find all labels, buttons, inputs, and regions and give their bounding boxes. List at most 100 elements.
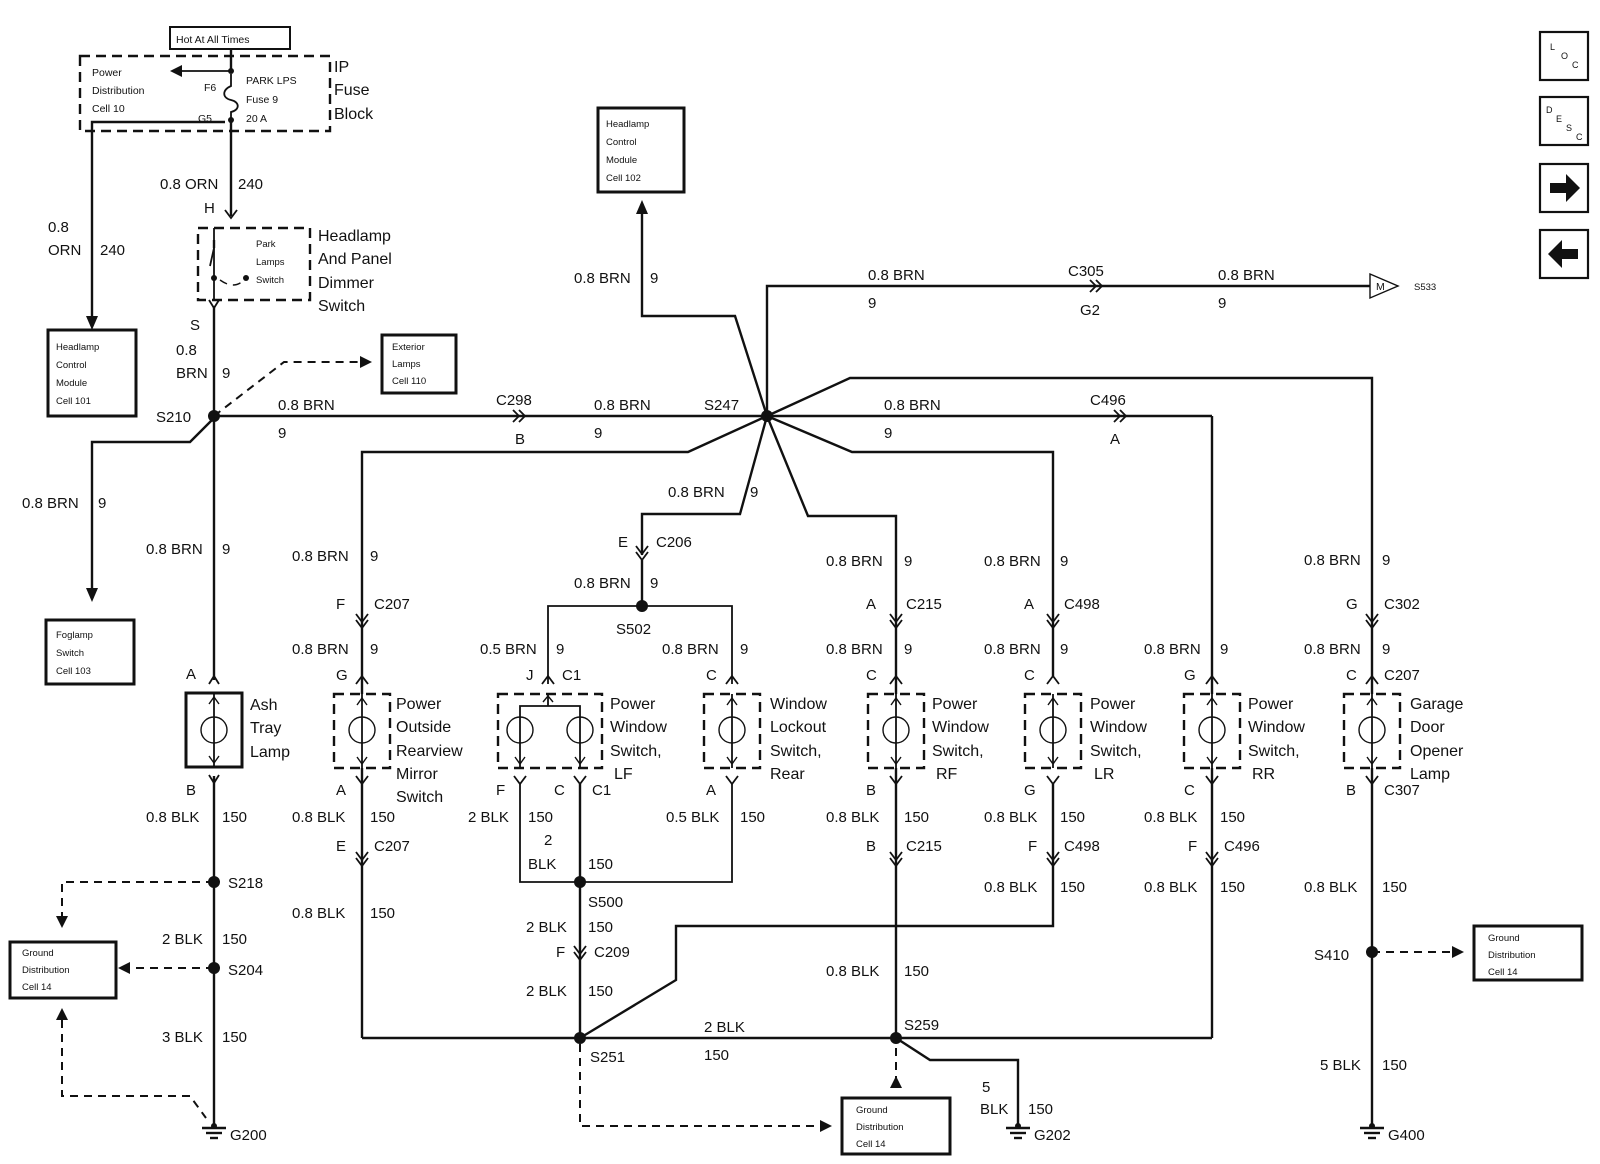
wire-label: 2 BLK <box>526 983 567 1000</box>
pin-label: G <box>1346 596 1358 613</box>
splice-label: S259 <box>904 1017 939 1034</box>
headlamp-control-module-101: Headlamp Control Module Cell 101 <box>46 328 138 418</box>
wire-label: 0.8 BRN <box>984 553 1041 570</box>
wire-label: BRN <box>176 365 208 382</box>
wire-label: 0.5 BLK <box>666 809 719 826</box>
prev-button[interactable] <box>1538 228 1590 280</box>
wire-label: 2 BLK <box>704 1019 745 1036</box>
splice-label: S210 <box>156 409 191 426</box>
wire-circuit: 9 <box>904 641 912 658</box>
fuse-number: Fuse 9 <box>246 94 278 106</box>
wire-circuit: 9 <box>556 641 564 658</box>
wire-label: 0.8 BRN <box>662 641 719 658</box>
component-label: Power <box>1248 696 1294 713</box>
box-line: Cell 101 <box>56 396 91 407</box>
splice-label: S251 <box>590 1049 625 1066</box>
pin-label: A <box>706 782 716 799</box>
component-label: Switch, <box>1248 743 1300 760</box>
fuse-rating: 20 A <box>246 113 267 125</box>
splice-label: S410 <box>1314 947 1349 964</box>
wire-circuit: 150 <box>1220 879 1245 896</box>
connector-label: C496 <box>1090 392 1126 409</box>
wire-circuit: 150 <box>222 809 247 826</box>
component-label: Mirror <box>396 766 438 783</box>
component-label: Power <box>932 696 978 713</box>
pin-label: F <box>496 782 505 799</box>
component-label: Switch, <box>770 743 822 760</box>
pin-label: F <box>336 596 345 613</box>
wire-label: 0.8 BRN <box>1304 552 1361 569</box>
wire-circuit: 150 <box>1060 809 1085 826</box>
wire-label: 0.8 BRN <box>826 553 883 570</box>
wire-circuit: 9 <box>1382 552 1390 569</box>
box-line: Cell 14 <box>1488 967 1518 978</box>
connector-label: C302 <box>1384 596 1420 613</box>
box-line: Lamps <box>392 359 421 370</box>
ground-icon <box>1006 1123 1030 1140</box>
connector-label: C307 <box>1384 782 1420 799</box>
pin-label: B <box>186 782 196 799</box>
component-label: Lamp <box>1410 766 1450 783</box>
wire-label: 2 <box>544 832 552 849</box>
component-label: Power <box>610 696 656 713</box>
wire-label: 0.8 BRN <box>884 397 941 414</box>
wire-label: 0.8 BRN <box>868 267 925 284</box>
box-line: Cell 110 <box>392 376 426 387</box>
connector-label: C305 <box>1068 263 1104 280</box>
component-label: RF <box>936 766 958 783</box>
splice-label: S502 <box>616 621 651 638</box>
wire-label: 0.8 BRN <box>292 548 349 565</box>
splice-label: S533 <box>1414 282 1436 293</box>
ground-icon <box>202 1123 226 1140</box>
pin-label: C <box>1024 667 1035 684</box>
splice-label: S204 <box>228 962 263 979</box>
wire-circuit: 9 <box>750 484 758 501</box>
wire-label: ORN <box>48 242 81 259</box>
wire-label: 5 BLK <box>1320 1057 1361 1074</box>
wire-label: 0.8 ORN <box>160 176 218 193</box>
pin-label: C <box>866 667 877 684</box>
wire-label: 0.8 BRN <box>826 641 883 658</box>
pin-label: G <box>1024 782 1036 799</box>
pin-label: C <box>554 782 565 799</box>
wire-circuit: 9 <box>650 575 658 592</box>
nav-letter: C <box>1572 60 1579 70</box>
ground-label: G202 <box>1034 1127 1071 1144</box>
wire-circuit: 150 <box>740 809 765 826</box>
box-line: Ground <box>1488 933 1520 944</box>
wire-label: 5 <box>982 1079 990 1096</box>
component-label: Switch, <box>932 743 984 760</box>
desc-button[interactable]: D E S C <box>1538 95 1590 147</box>
connector-label: C209 <box>594 944 630 961</box>
mirror-switch-column: 0.8 BRN 9 F C207 0.8 BRN 9 G Power Outsi… <box>292 548 463 922</box>
orn-wires: 0.8 ORN 240 0.8 ORN 240 <box>48 120 263 330</box>
fuse-name: PARK LPS <box>246 75 297 87</box>
box-line: Control <box>56 360 87 371</box>
wire-circuit: 150 <box>1220 809 1245 826</box>
wire-circuit: 9 <box>370 548 378 565</box>
wire-circuit: 9 <box>1382 641 1390 658</box>
pin-label: G <box>1184 667 1196 684</box>
wire-label: 0.8 BLK <box>826 809 879 826</box>
wire-label: 0.8 BRN <box>278 397 335 414</box>
pin-label: B <box>1346 782 1356 799</box>
box-line: Distribution <box>22 965 70 976</box>
wire-circuit: 150 <box>1028 1101 1053 1118</box>
component-label: Switch, <box>1090 743 1142 760</box>
connector-label: C207 <box>374 596 410 613</box>
pin-label: A <box>866 596 876 613</box>
fuse-pin-top: F6 <box>204 82 216 94</box>
nav-letter: C <box>1576 132 1583 142</box>
next-button[interactable] <box>1538 162 1590 214</box>
wire-label: 0.8 BRN <box>146 541 203 558</box>
box-line: Cell 14 <box>22 982 52 993</box>
nav-letter: S <box>1566 123 1572 133</box>
component-label: Lockout <box>770 719 827 736</box>
ip-fuse-block-line3: Block <box>334 106 374 123</box>
wire-label: 0.8 BRN <box>984 641 1041 658</box>
loc-button[interactable]: L O C <box>1538 30 1590 82</box>
box-line: Headlamp <box>606 119 649 130</box>
connector-label: C206 <box>656 534 692 551</box>
connector-label: C215 <box>906 838 942 855</box>
